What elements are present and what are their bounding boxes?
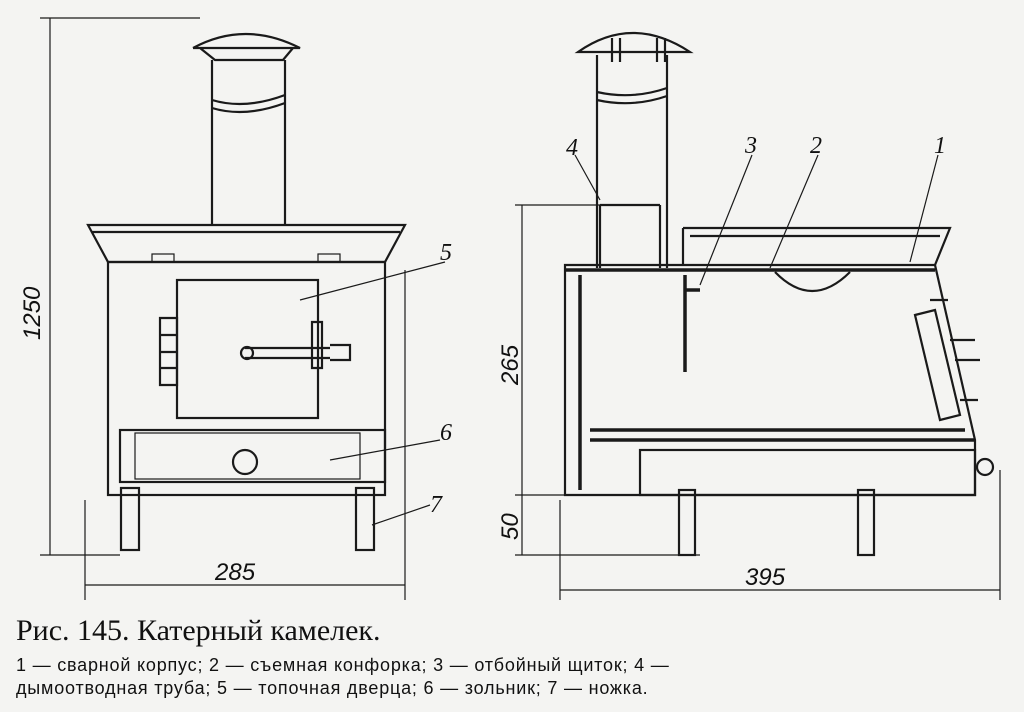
chimney-cap-side <box>574 31 694 62</box>
label-7: 7 <box>430 492 443 518</box>
flue-pipe <box>595 55 669 268</box>
side-body <box>563 263 977 497</box>
label-5: 5 <box>440 240 452 266</box>
ash-pan-knob <box>231 448 259 476</box>
bolt <box>151 253 175 263</box>
leg-side-2 <box>856 488 876 557</box>
side-dimension-lines <box>515 204 1001 600</box>
chimney-cap <box>192 33 301 62</box>
door-hinge <box>158 316 179 387</box>
hotplate-tray <box>681 226 952 266</box>
shield <box>683 275 700 372</box>
label-1: 1 <box>934 133 946 159</box>
leg-right <box>354 486 376 552</box>
dim-width-front: 285 <box>214 559 256 586</box>
ash-pan-knob-side <box>975 457 995 477</box>
top-tray <box>86 223 407 264</box>
front-body <box>106 260 387 497</box>
dim-body-height: 265 <box>497 344 524 386</box>
legend-line-1: 1 — сварной корпус; 2 — съемная конфорка… <box>16 655 670 675</box>
dim-length: 395 <box>745 564 786 591</box>
front-view: 1250 285 5 6 7 <box>19 17 452 600</box>
dimension-lines <box>40 17 406 600</box>
side-view: 265 50 395 4 3 2 1 <box>497 31 1001 600</box>
bolt <box>317 253 341 263</box>
ash-pan-side <box>638 448 977 497</box>
ash-pan <box>118 428 387 484</box>
leader-lines <box>299 261 446 526</box>
leg-left <box>119 486 141 552</box>
label-3: 3 <box>744 133 757 159</box>
ash-pan-inner <box>134 432 361 480</box>
label-6: 6 <box>440 420 452 446</box>
figure-caption: Рис. 145. Катерный камелек. <box>16 614 381 647</box>
side-leader-lines <box>574 154 939 286</box>
latch-pivot <box>239 345 255 361</box>
dim-leg-height: 50 <box>497 513 524 540</box>
label-4: 4 <box>566 135 578 161</box>
label-2: 2 <box>810 133 822 159</box>
chimney-pipe <box>210 60 287 225</box>
dim-height-total: 1250 <box>19 286 46 340</box>
door-latch <box>245 320 352 370</box>
body-walls <box>565 268 975 490</box>
figure-legend: 1 — сварной корпус; 2 — съемная конфорка… <box>16 654 1016 700</box>
hotplate-dome <box>774 271 851 293</box>
legend-line-2: дымоотводная труба; 5 — топочная дверца;… <box>16 678 649 698</box>
leg-side-1 <box>677 488 697 557</box>
side-door <box>913 298 980 422</box>
